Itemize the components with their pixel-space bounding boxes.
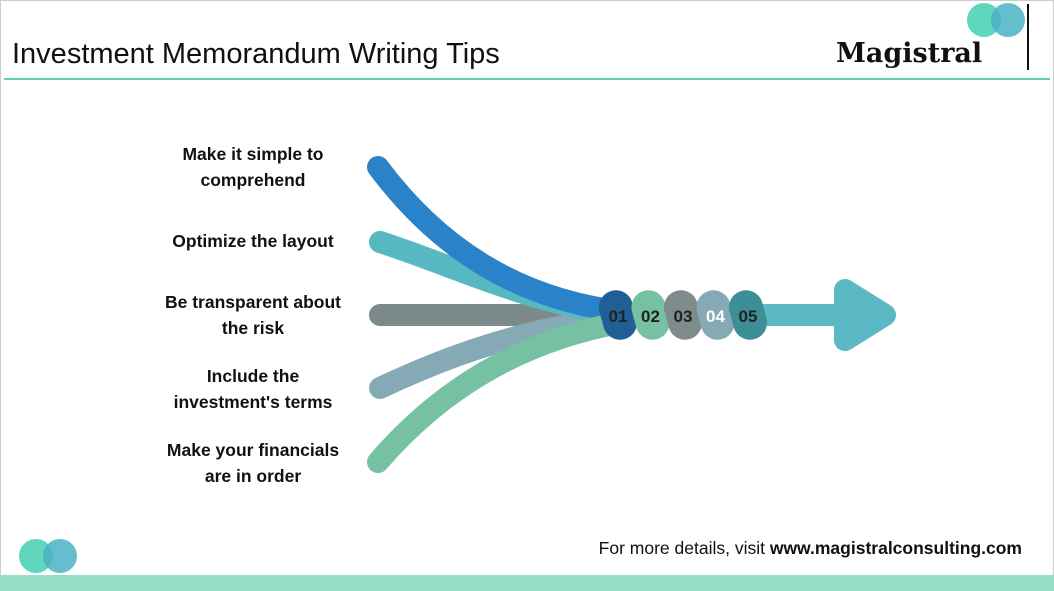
footer-text: For more details, visit www.magistralcon… (598, 538, 1022, 558)
step-number: 02 (641, 307, 660, 326)
tip-label-2: Optimize the layout (172, 231, 334, 251)
step-number: 03 (674, 307, 693, 326)
step-pill-01: 01 (598, 290, 638, 340)
step-pill-04: 04 (696, 290, 735, 340)
step-number: 04 (706, 307, 725, 326)
step-number: 05 (739, 307, 758, 326)
ribbon-1 (367, 156, 636, 323)
bottom-band (0, 575, 1054, 591)
step-pill-02: 02 (631, 290, 670, 340)
logo-divider (1027, 4, 1029, 70)
step-pill-03: 03 (663, 290, 703, 340)
ribbon-5 (367, 311, 636, 473)
title-divider (4, 78, 1050, 80)
page-title: Investment Memorandum Writing Tips (12, 38, 500, 70)
step-number: 01 (609, 307, 628, 326)
arrow-icon (755, 279, 896, 351)
step-pill-05: 05 (728, 290, 768, 340)
logo-text: Magistral (836, 38, 983, 69)
website-link[interactable]: www.magistralconsulting.com (769, 538, 1022, 558)
